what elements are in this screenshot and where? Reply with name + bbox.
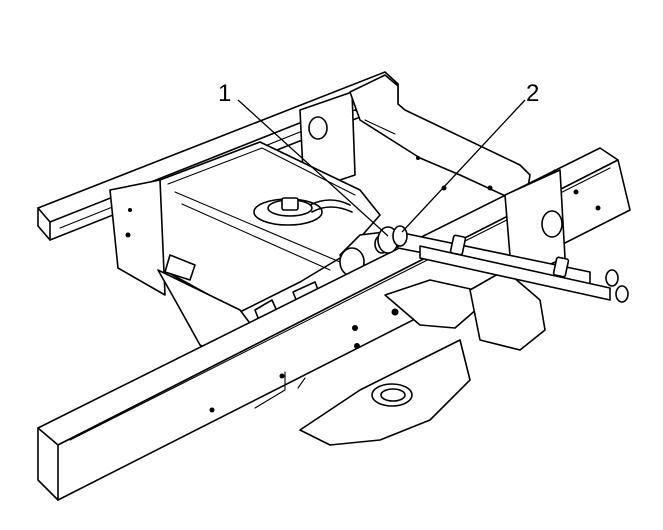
right-crossmember-plate <box>349 74 531 206</box>
leader-line-1 <box>237 99 389 237</box>
fuel-pump-module <box>253 197 353 226</box>
callout-leaders <box>237 99 526 237</box>
callout-label-2: 2 <box>526 80 539 107</box>
fuel-lines <box>377 225 629 303</box>
leader-line-2 <box>401 99 526 233</box>
center-mount-bracket <box>299 269 546 446</box>
callout-label-1: 1 <box>218 80 231 107</box>
